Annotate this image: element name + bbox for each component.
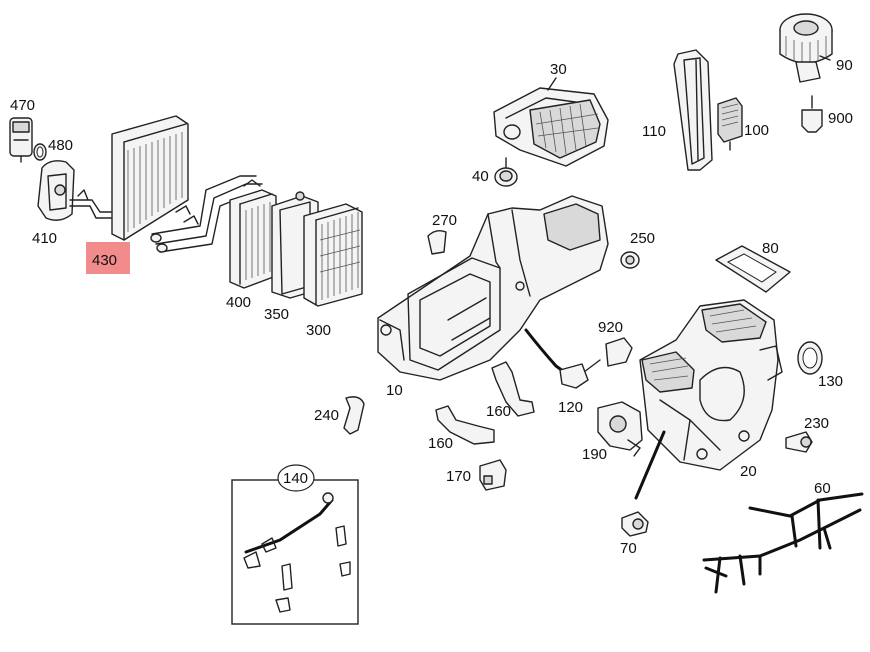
part-480-o-ring[interactable] [33, 143, 47, 161]
label-80[interactable]: 80 [762, 240, 779, 257]
label-20[interactable]: 20 [740, 463, 757, 480]
label-60[interactable]: 60 [814, 480, 831, 497]
part-80-gasket[interactable] [715, 245, 791, 293]
part-270-clip[interactable] [427, 229, 447, 255]
label-350[interactable]: 350 [264, 306, 289, 323]
part-470-expansion-valve[interactable] [9, 117, 33, 163]
label-160-upper[interactable]: 160 [486, 403, 511, 420]
label-30[interactable]: 30 [550, 61, 567, 78]
label-240[interactable]: 240 [314, 407, 339, 424]
label-170[interactable]: 170 [446, 468, 471, 485]
leader-lines [547, 55, 831, 91]
label-70[interactable]: 70 [620, 540, 637, 557]
label-140-badge[interactable]: 140 [277, 464, 315, 492]
label-10[interactable]: 10 [386, 382, 403, 399]
label-430[interactable]: 430 [92, 252, 117, 269]
label-140: 140 [283, 470, 308, 487]
part-evaporator-core[interactable] [111, 115, 189, 241]
part-heater-pipes[interactable] [150, 175, 263, 253]
label-470[interactable]: 470 [10, 97, 35, 114]
part-170-connector[interactable] [479, 459, 507, 491]
label-120[interactable]: 120 [558, 399, 583, 416]
label-480[interactable]: 480 [48, 137, 73, 154]
label-250[interactable]: 250 [630, 230, 655, 247]
part-labels: 470 480 410 430 400 350 300 30 40 110 10… [10, 57, 853, 557]
label-410[interactable]: 410 [32, 230, 57, 247]
label-270[interactable]: 270 [432, 212, 457, 229]
label-190[interactable]: 190 [582, 446, 607, 463]
part-140-kit[interactable] [231, 479, 359, 625]
label-230[interactable]: 230 [804, 415, 829, 432]
label-920[interactable]: 920 [598, 319, 623, 336]
part-160-duct-upper[interactable] [491, 361, 535, 417]
label-160-lower[interactable]: 160 [428, 435, 453, 452]
part-250-grommet[interactable] [620, 251, 640, 269]
label-900[interactable]: 900 [828, 110, 853, 127]
part-920-sensor[interactable] [583, 337, 633, 373]
part-240-hose[interactable] [343, 396, 365, 435]
label-40[interactable]: 40 [472, 168, 489, 185]
part-20-lower-housing[interactable] [639, 299, 783, 471]
part-430-pipes[interactable] [69, 189, 119, 219]
part-130-o-ring[interactable] [797, 341, 823, 375]
part-230-bolt[interactable] [785, 431, 813, 453]
part-30-air-duct[interactable] [493, 87, 609, 167]
part-60-wiring-harness[interactable] [702, 492, 864, 594]
label-130[interactable]: 130 [818, 373, 843, 390]
part-10-main-housing[interactable] [377, 195, 609, 381]
part-160-duct-lower[interactable] [435, 405, 495, 445]
label-110[interactable]: 110 [642, 123, 666, 140]
part-90-blower-motor[interactable] [779, 13, 833, 83]
part-70-screw[interactable] [621, 430, 666, 537]
part-190-actuator[interactable] [597, 401, 643, 457]
part-410-seal[interactable] [37, 160, 75, 221]
part-120-wiring[interactable] [524, 328, 589, 389]
part-300-filter[interactable] [303, 203, 363, 307]
part-40-grommet[interactable] [494, 157, 518, 187]
label-90[interactable]: 90 [836, 57, 853, 74]
label-300[interactable]: 300 [306, 322, 331, 339]
label-100[interactable]: 100 [744, 122, 769, 139]
part-110-duct-panel[interactable] [673, 49, 713, 171]
label-400[interactable]: 400 [226, 294, 251, 311]
part-100-resistor[interactable] [717, 97, 743, 151]
part-900-connector[interactable] [801, 95, 823, 133]
part-400-heater-core[interactable] [229, 179, 277, 289]
highlight-430 [86, 242, 130, 274]
